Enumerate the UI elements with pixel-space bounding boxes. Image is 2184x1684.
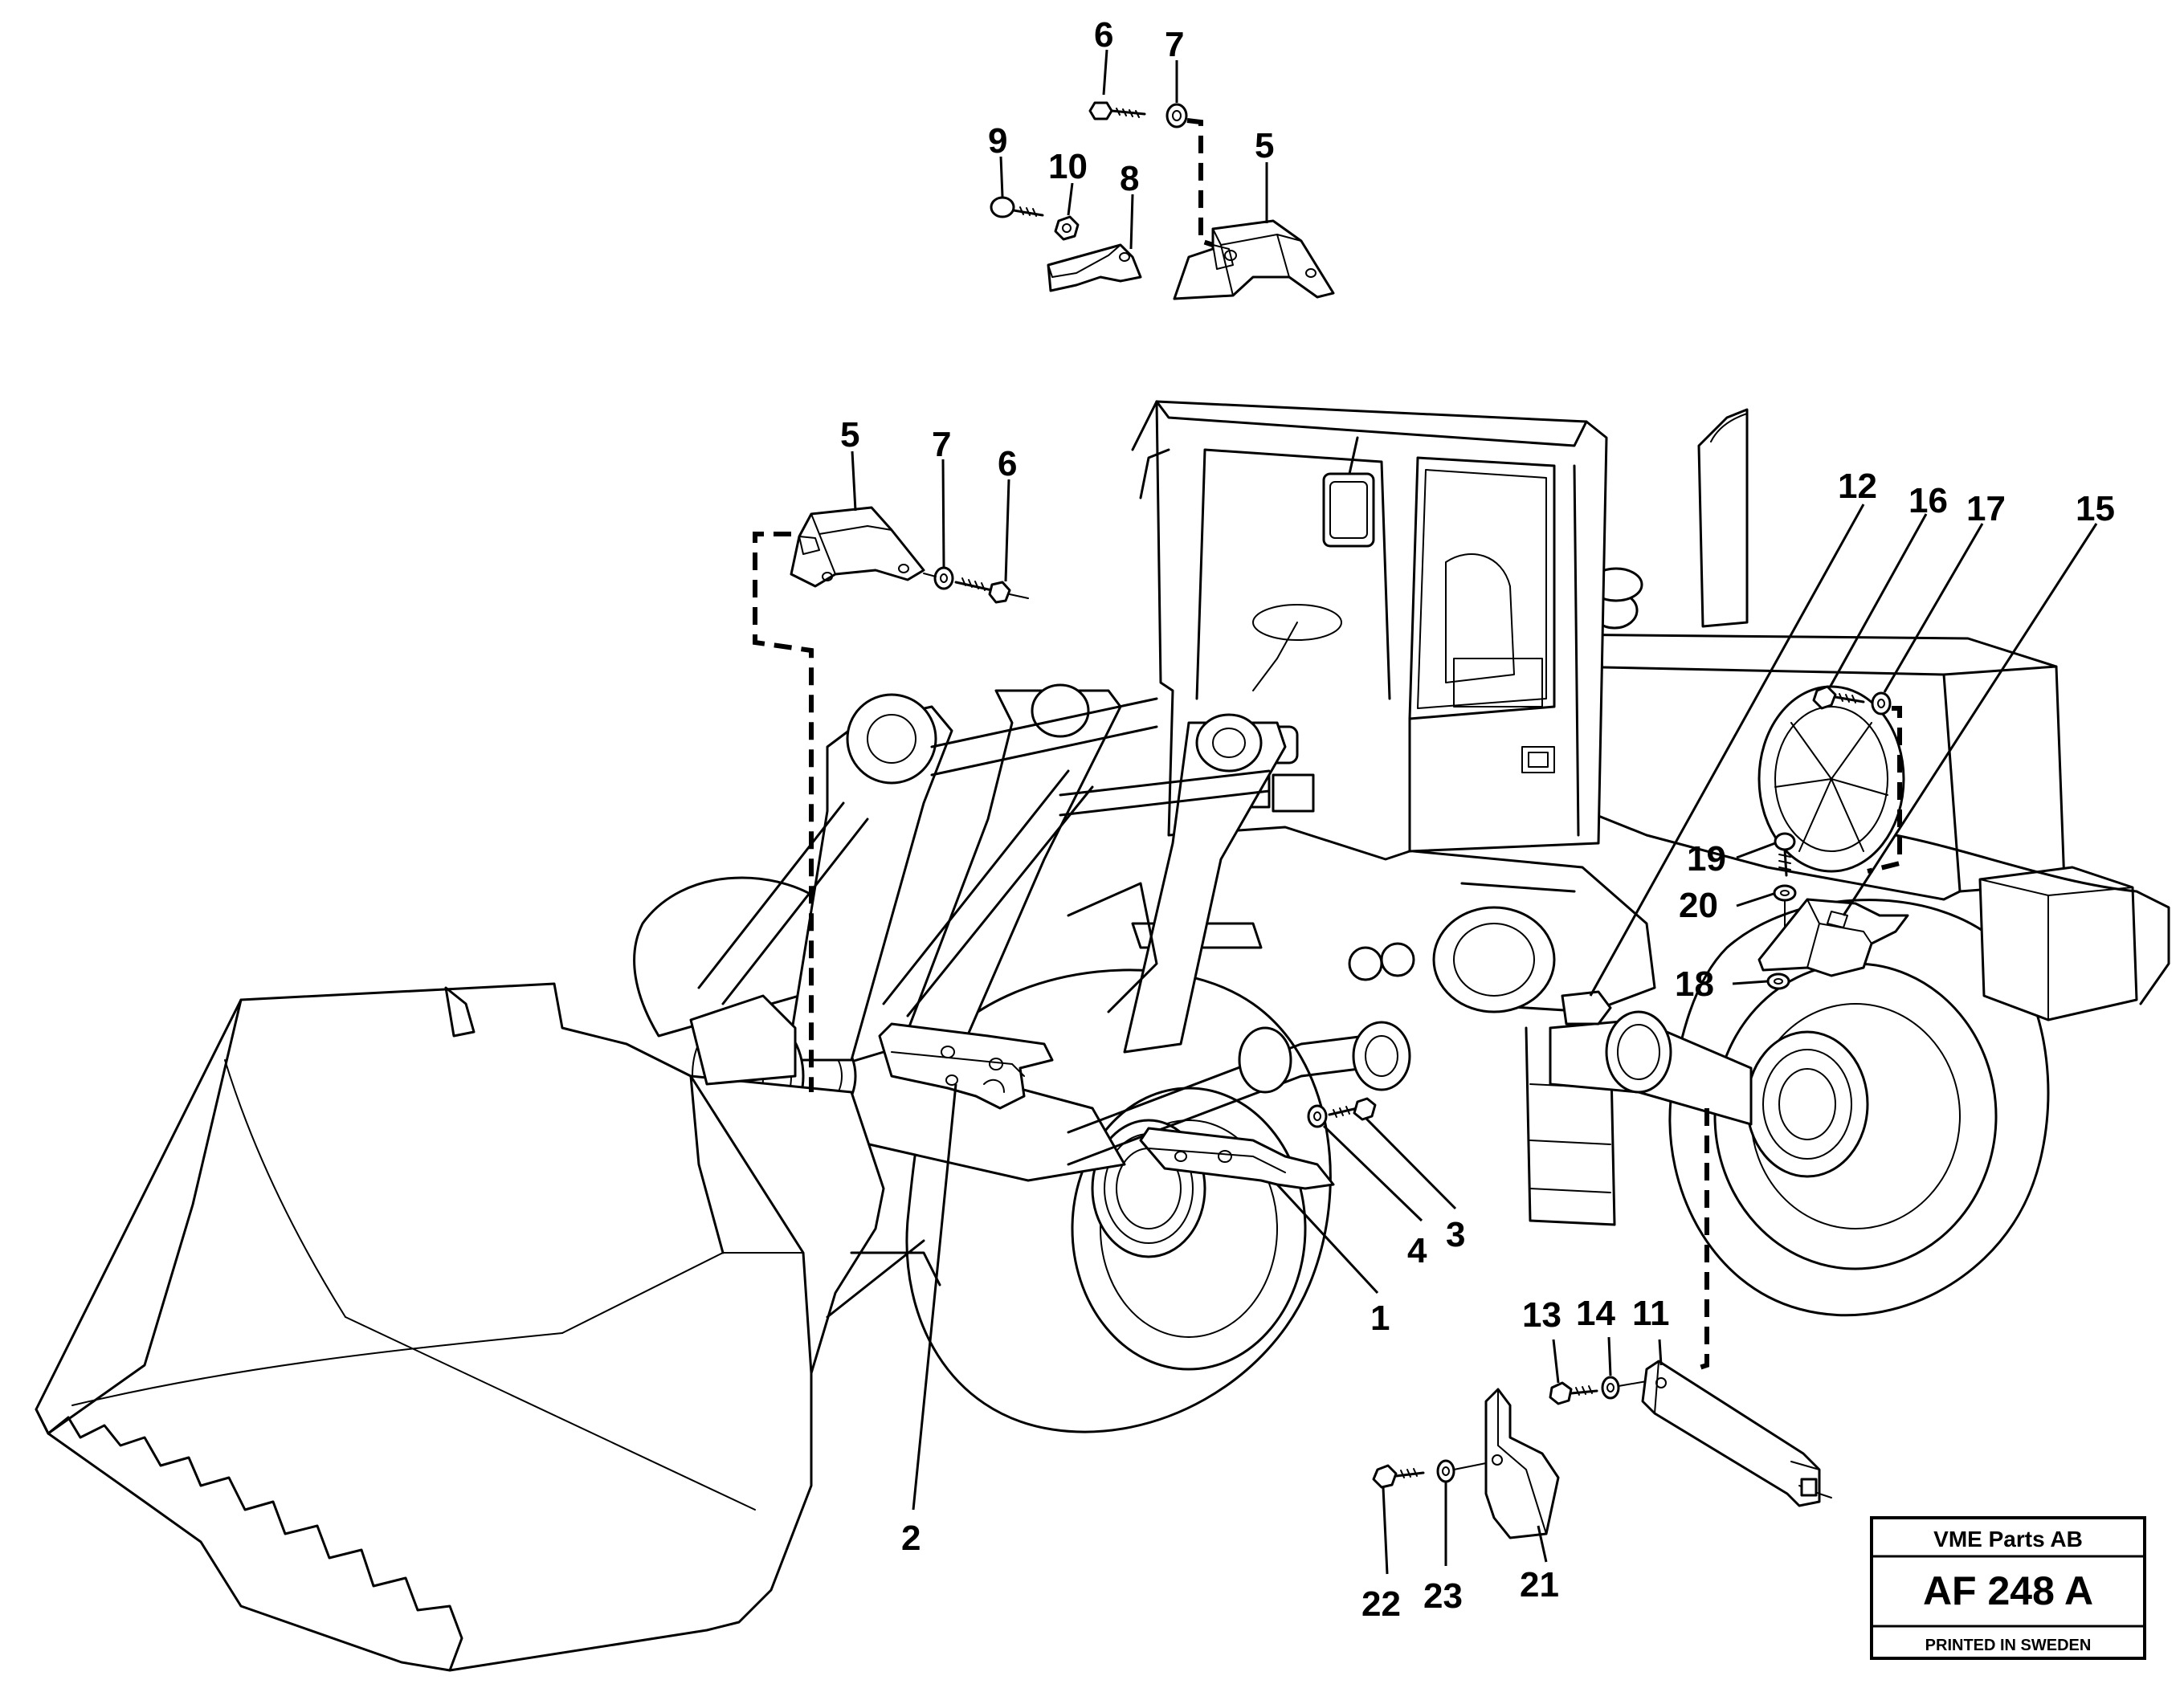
callouts: 6 7 9 10 8 5 5 7 6 12 16 17 15 19 20 18 …	[840, 15, 2115, 1624]
callout-17: 17	[1966, 489, 2006, 528]
bucket	[35, 982, 885, 1672]
title-block-footer: PRINTED IN SWEDEN	[1925, 1637, 2092, 1654]
callout-5-left: 5	[840, 415, 859, 455]
callout-6-top: 6	[1094, 15, 1113, 55]
top-subassembly	[990, 101, 1335, 300]
callout-4: 4	[1407, 1231, 1427, 1270]
bracket-15-icon	[1757, 898, 1909, 977]
right-subassembly	[1561, 685, 1909, 1025]
callout-8: 8	[1120, 159, 1139, 198]
washer-17-icon	[1871, 691, 1892, 716]
callout-16: 16	[1908, 481, 1948, 520]
washer-18-icon	[1766, 972, 1790, 990]
bolt-9-icon	[990, 196, 1044, 218]
callout-23: 23	[1423, 1576, 1463, 1616]
wheel-loader-drawing	[35, 400, 2170, 1672]
washer-14-icon	[1601, 1376, 1620, 1400]
mount-5-top-icon	[1173, 219, 1335, 300]
callout-12: 12	[1838, 467, 1877, 506]
callout-14: 14	[1576, 1294, 1615, 1333]
callout-6-left: 6	[998, 444, 1017, 483]
leader-lines	[851, 49, 2098, 1575]
bracket-1-icon	[1139, 1127, 1335, 1190]
washer-4-icon	[1307, 1104, 1328, 1128]
bolt-19-icon	[1774, 832, 1796, 877]
bolt-6-top-icon	[1088, 101, 1146, 120]
lift-arm-left	[786, 705, 953, 1062]
title-block: VME Parts AB AF 248 A PRINTED IN SWEDEN	[1870, 1516, 2146, 1660]
front-brackets	[878, 1022, 1377, 1190]
nut-10-icon	[1054, 215, 1080, 241]
bolt-3-icon	[1328, 1097, 1377, 1121]
callout-11: 11	[1632, 1294, 1670, 1333]
title-block-company: VME Parts AB	[1933, 1527, 2083, 1551]
washer-20-icon	[1773, 884, 1797, 902]
callout-7-top: 7	[1165, 25, 1184, 64]
plate-11-icon	[1641, 1360, 1821, 1507]
callout-15: 15	[2076, 489, 2115, 528]
exhaust-stack	[1697, 408, 1749, 628]
title-block-drawing-number: AF 248 A	[1923, 1568, 2093, 1613]
callout-22: 22	[1361, 1584, 1401, 1624]
callout-18: 18	[1675, 964, 1714, 1004]
callout-7-left: 7	[932, 425, 951, 464]
callout-3: 3	[1446, 1215, 1465, 1254]
callout-2: 2	[901, 1519, 921, 1558]
callout-1: 1	[1370, 1299, 1390, 1338]
bracket-2-icon	[878, 1022, 1054, 1110]
washer-23-icon	[1436, 1459, 1455, 1483]
rear-box	[1978, 866, 2138, 1021]
callout-19: 19	[1687, 839, 1726, 879]
callout-21: 21	[1520, 1565, 1559, 1604]
mount-5-left-icon	[790, 506, 925, 588]
washer-7-left-icon	[933, 566, 954, 590]
callout-5-top: 5	[1255, 126, 1274, 165]
callout-10: 10	[1048, 147, 1088, 186]
lower-right-subassembly	[1372, 1108, 1832, 1539]
clamp-12-icon	[1561, 990, 1612, 1025]
left-mid-subassembly	[753, 506, 1029, 1092]
bucket-teeth	[35, 1408, 463, 1672]
bracket-8-icon	[1047, 243, 1142, 292]
bolt-6-left-icon	[954, 577, 1029, 604]
bracket-21-icon	[1484, 1388, 1560, 1539]
callout-20: 20	[1679, 886, 1718, 925]
callout-13: 13	[1522, 1295, 1561, 1335]
bolt-22-icon	[1372, 1464, 1425, 1489]
callout-9: 9	[988, 121, 1007, 161]
bolt-13-icon	[1549, 1381, 1598, 1405]
washer-7-top-icon	[1165, 103, 1188, 128]
bolt-16-icon	[1812, 685, 1865, 710]
